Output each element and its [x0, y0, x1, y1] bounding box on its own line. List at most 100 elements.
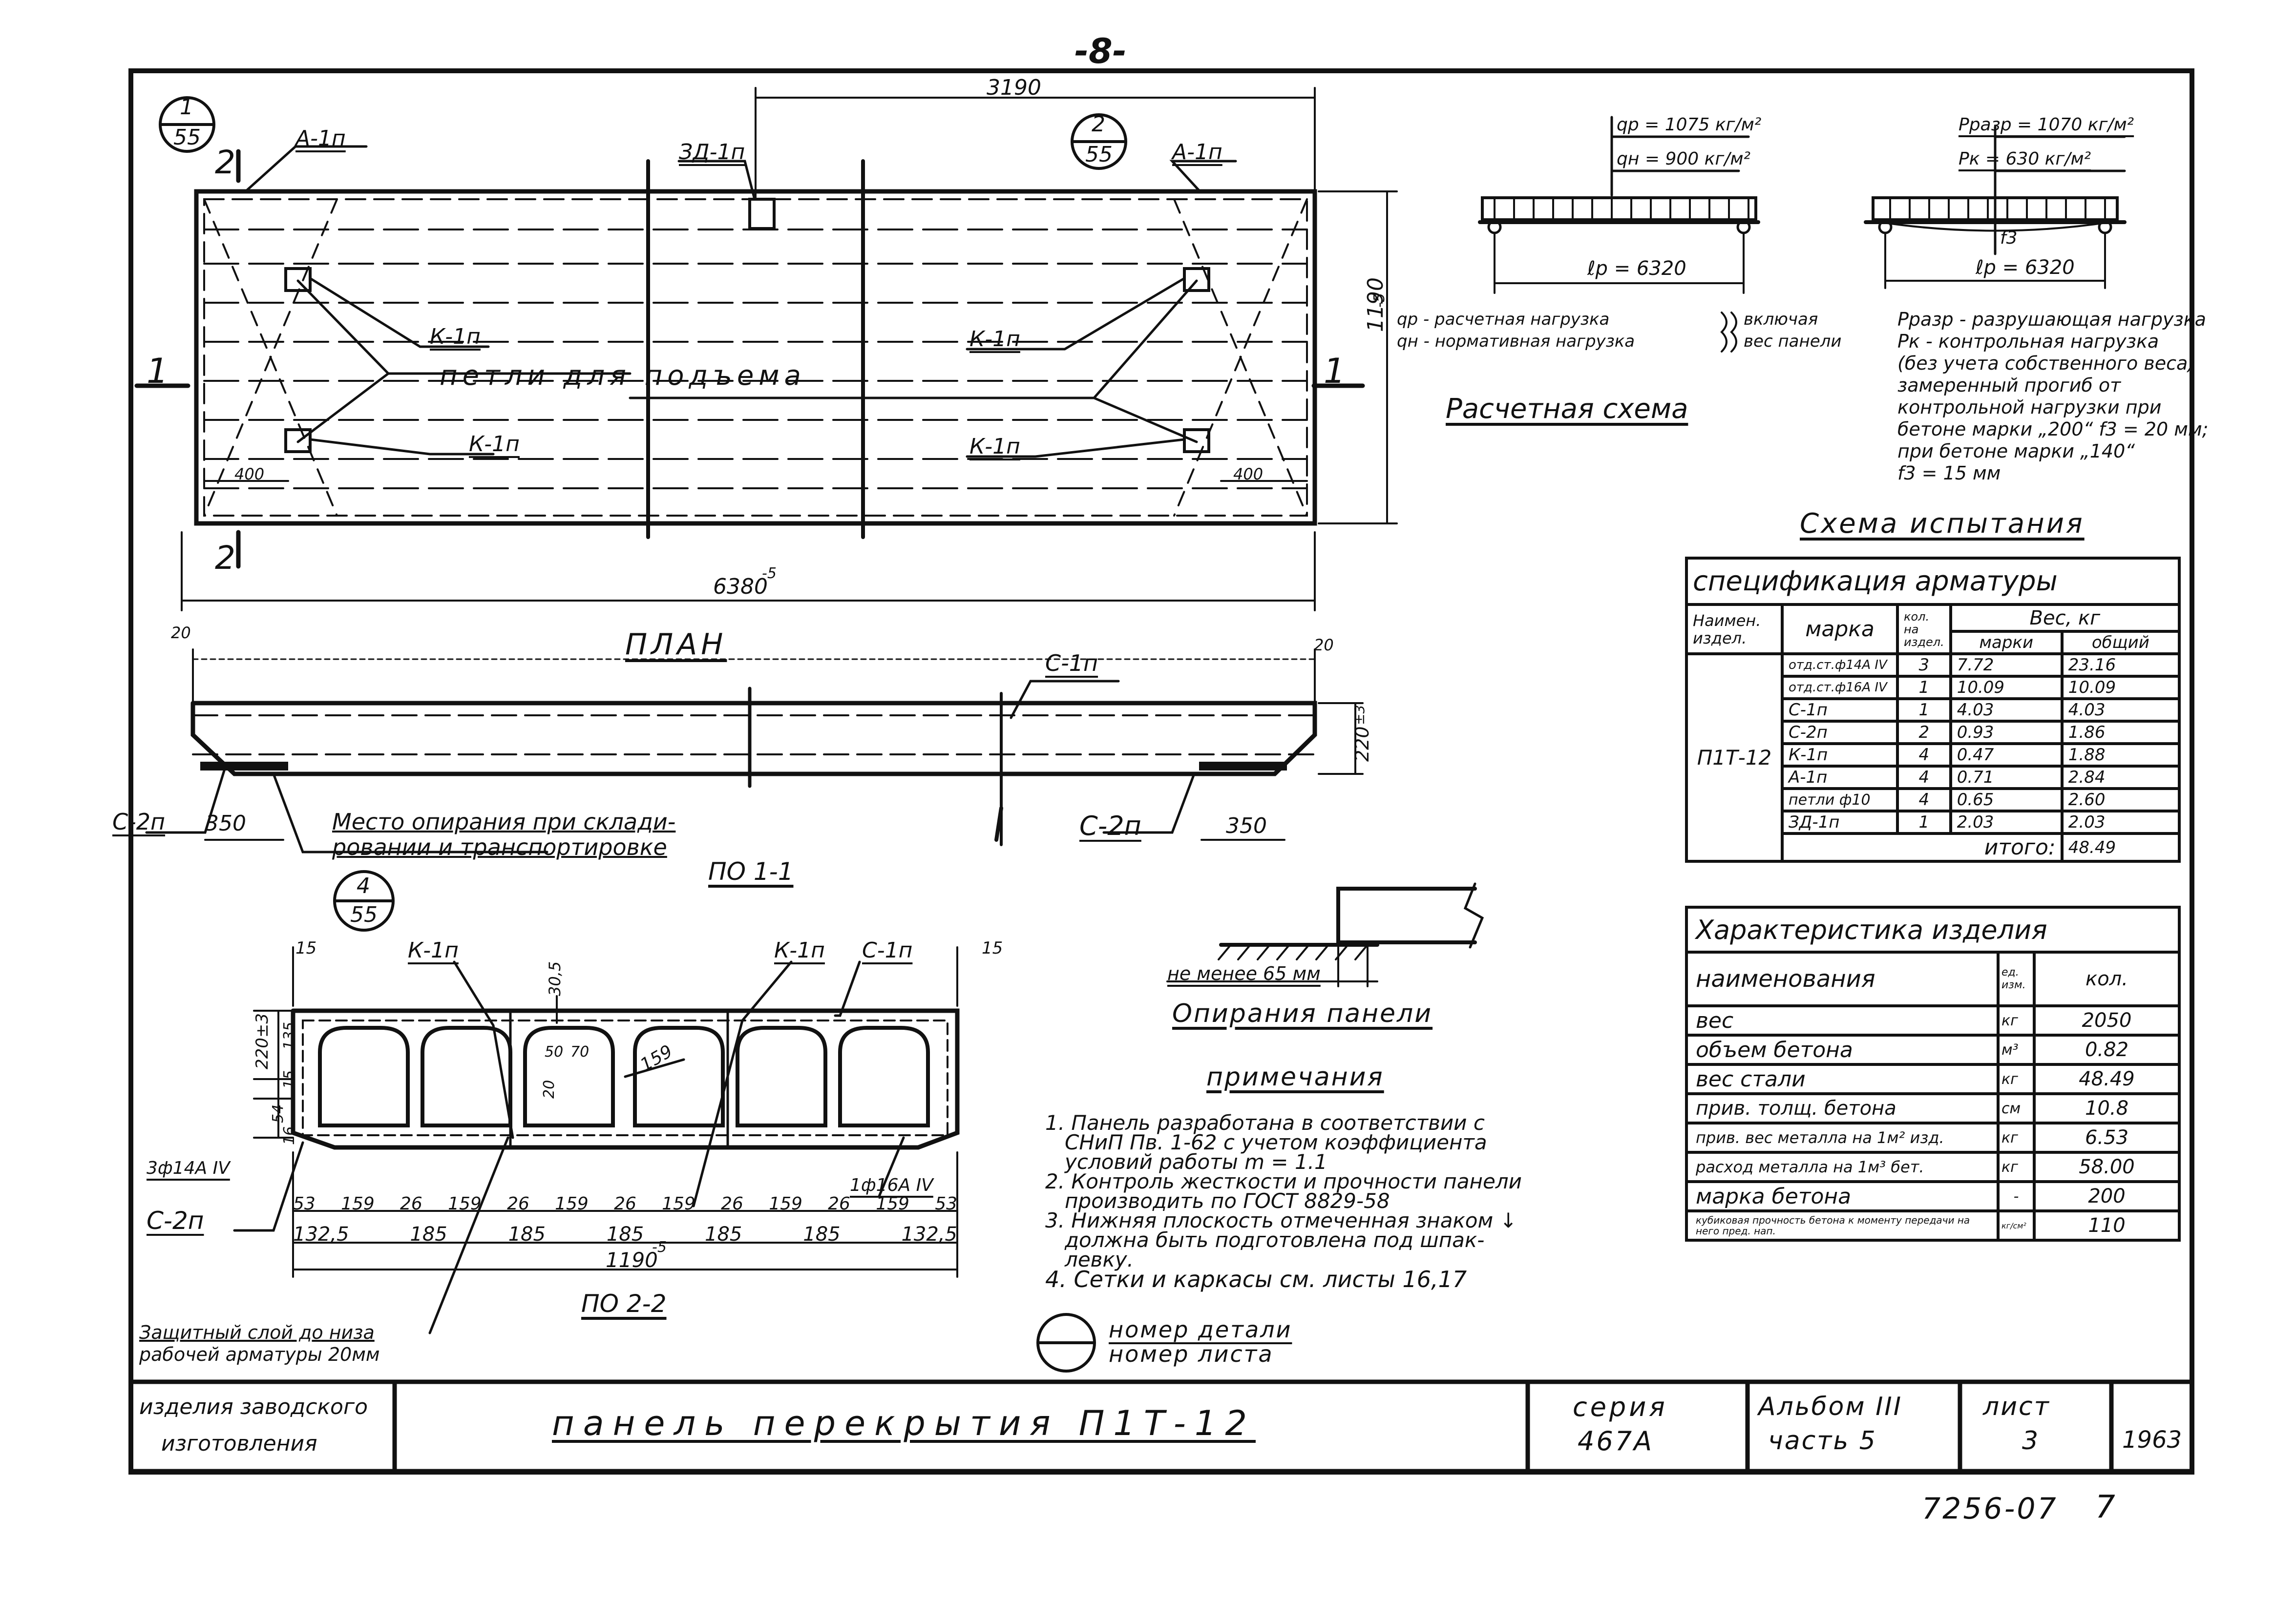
dim-cell: 159 [662, 1194, 695, 1214]
note-item: 3. Нижняя плоскость отмеченная знаком ↓ [1045, 1208, 1517, 1232]
support-dim: не менее 65 мм [1167, 963, 1321, 984]
plan-ref2-bottom: 55 [1085, 142, 1113, 167]
dim-6380: 6380 [713, 574, 768, 599]
spec-total: 4.03 [2060, 697, 2181, 723]
dim-cell: 185 [410, 1223, 447, 1246]
test-note: (без учета собственного веса) [1897, 353, 2195, 374]
spec-total-value: 48.49 [2060, 832, 2181, 863]
spec-per: 0.65 [1949, 787, 2064, 812]
tb-album-line1: Альбом III [1758, 1392, 1903, 1421]
legend-bottom: номер листа [1109, 1341, 1274, 1367]
dim-cell: 26 [721, 1194, 743, 1214]
sec22-rebar-left: 3ф14А IV [147, 1158, 230, 1178]
spec-product: П1Т-12 [1685, 652, 1784, 863]
tb-sheet-number: 3 [2022, 1426, 2039, 1456]
plan-ref-bottom: 55 [173, 125, 201, 150]
sec22-label-c2p: С-2п [147, 1207, 204, 1235]
tb-series-label: серия [1573, 1392, 1668, 1422]
spec-per: 0.71 [1949, 765, 2064, 790]
spec-per: 0.47 [1949, 742, 2064, 768]
spec-qty: 4 [1896, 742, 1952, 768]
sec22-dim-70: 70 [570, 1043, 590, 1061]
plan-title: ПЛАН [625, 627, 727, 662]
spec-qty: 3 [1896, 652, 1952, 678]
calc-title: Расчетная схема [1446, 393, 1688, 425]
dim-3190: 3190 [987, 75, 1041, 100]
char-qty: 6.53 [2033, 1122, 2181, 1154]
sec11-label-c2p-left: С-2п [112, 809, 166, 835]
spec-qty: 1 [1896, 810, 1952, 835]
dim-cell: 132,5 [901, 1223, 957, 1246]
char-unit: см [1997, 1092, 2036, 1124]
sec22-label-k1p-left: К-1п [408, 938, 459, 963]
spec-per: 4.03 [1949, 697, 2064, 723]
legend-symbol-lines [1036, 1313, 1096, 1373]
dim-cell: 185 [508, 1223, 546, 1246]
dim-400-left: 400 [234, 465, 265, 483]
calc-legend-incl1: включая [1744, 310, 1818, 329]
spec-total: 2.60 [2060, 787, 2181, 812]
dim-cell: 53 [935, 1194, 957, 1214]
tb-name: панель перекрытия П1Т-12 [552, 1403, 1256, 1443]
spec-mark: С-1п [1781, 697, 1899, 723]
spec-qty: 2 [1896, 720, 1952, 745]
test-note: замеренный прогиб от [1897, 375, 2121, 396]
note-item: должна быть подготовлена под шпак- [1065, 1228, 1485, 1252]
sec22-dim-305: 30,5 [546, 961, 564, 996]
dim-cell: 185 [705, 1223, 742, 1246]
section-mark-2-bottom: 2 [215, 539, 235, 577]
spec-qty: 4 [1896, 765, 1952, 790]
test-note: контрольной нагрузки при [1897, 396, 2162, 418]
sec22-dim-total: 1190 [606, 1248, 658, 1272]
char-unit: м³ [1997, 1034, 2036, 1066]
char-qty: 48.49 [2033, 1063, 2181, 1095]
sec11-dim-220: 220 [1351, 726, 1373, 762]
spec-total: 1.86 [2060, 720, 2181, 745]
calc-lp: ℓр = 6320 [1587, 257, 1686, 280]
spec-total-label: итого: [1781, 832, 2064, 863]
tb-sheet-label: лист [1983, 1392, 2050, 1421]
archive-number: 7256-07 [1922, 1492, 2058, 1526]
plan-ref2-top: 2 [1092, 112, 1105, 137]
sec22-dim-54: 54 [270, 1104, 287, 1123]
dim-cell: 185 [803, 1223, 841, 1246]
sec22-dim-50: 50 [545, 1043, 564, 1061]
sec22-rebar-right: 1ф16А IV [850, 1175, 933, 1195]
note-item: 1. Панель разработана в соответствии с [1045, 1111, 1485, 1135]
spec-per: 10.09 [1949, 675, 2064, 700]
test-scheme-lines [1864, 125, 2127, 289]
char-col-name: наименования [1685, 951, 2000, 1007]
spec-per: 7.72 [1949, 652, 2064, 678]
spec-qty: 4 [1896, 787, 1952, 812]
test-note: бетоне марки „200“ f3 = 20 мм; [1897, 418, 2209, 440]
tb-cell1-line2: изготовления [161, 1431, 317, 1456]
label-a1p-right: А-1п [1172, 140, 1222, 165]
sec22-ref-top: 4 [357, 874, 370, 898]
sec22-dim-total-tol: -5 [652, 1239, 667, 1256]
spec-col-qty: кол. на издел. [1896, 603, 1952, 655]
sec22-title: ПО 2-2 [581, 1290, 667, 1318]
sec22-ref-bottom: 55 [350, 902, 378, 927]
char-name: прив. вес металла на 1м² изд. [1685, 1122, 2000, 1154]
label-k1p-1: К-1п [430, 324, 481, 349]
test-note: f3 = 15 мм [1897, 462, 2001, 484]
dim-cell: 26 [507, 1194, 529, 1214]
test-notes: Рразр - разрушающая нагрузка Рк - контро… [1897, 309, 2208, 484]
calc-qn: qн = 900 кг/м² [1617, 149, 1750, 169]
char-qty: 110 [2033, 1209, 2181, 1242]
spec-total: 2.84 [2060, 765, 2181, 790]
sec22-dims-row2: 132,5 185 185 185 185 185 132,5 [293, 1223, 957, 1246]
char-name: кубиковая прочность бетона к моменту пер… [1685, 1209, 2000, 1242]
section-2-2-lines [233, 946, 960, 1334]
label-zd1p: ЗД-1п [679, 140, 745, 165]
test-pk: Рк = 630 кг/м² [1959, 149, 2091, 169]
char-qty: 58.00 [2033, 1151, 2181, 1183]
dim-cell: 132,5 [293, 1223, 349, 1246]
char-qty: 2050 [2033, 1004, 2181, 1037]
test-note: Рразр - разрушающая нагрузка [1897, 309, 2206, 330]
label-loops: петли для подъема [440, 360, 806, 392]
spec-mark: петли ф10 [1781, 787, 1899, 812]
spec-mark: А-1п [1781, 765, 1899, 790]
sec11-title: ПО 1-1 [708, 857, 794, 886]
